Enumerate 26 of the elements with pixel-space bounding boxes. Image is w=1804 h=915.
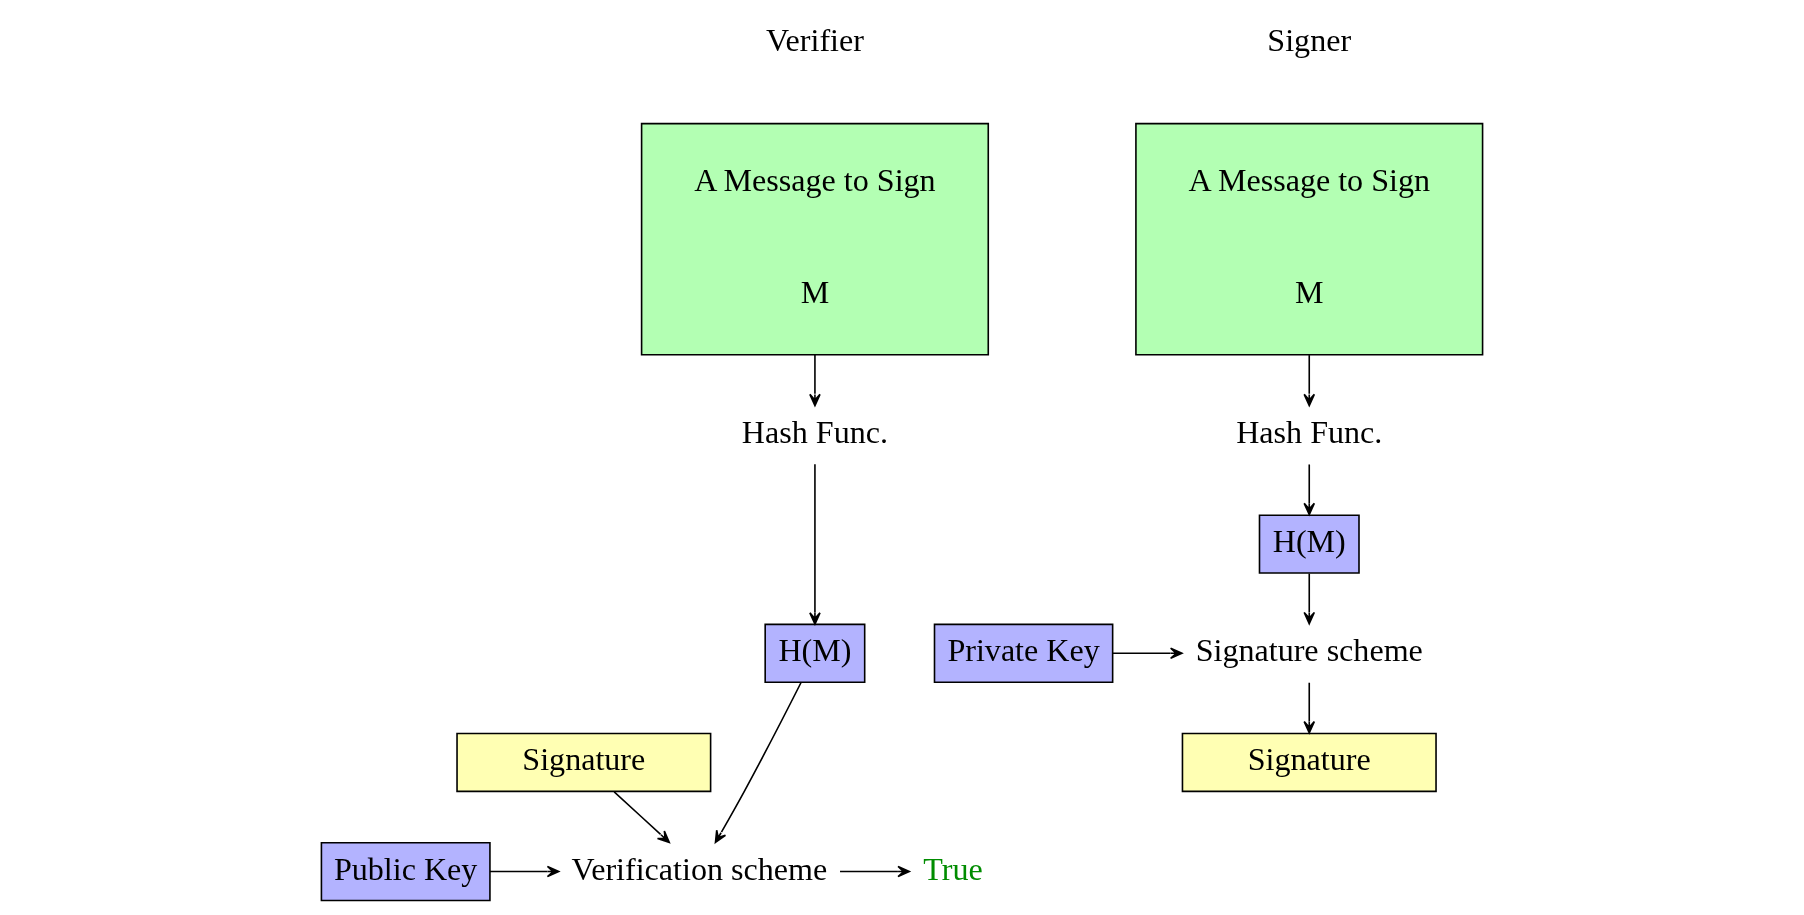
arrow <box>1303 354 1316 407</box>
node-text: Verification scheme <box>571 850 828 887</box>
node-text: Hash Func. <box>1236 414 1383 451</box>
arrow <box>809 354 821 407</box>
node-box: Private Key <box>933 623 1114 683</box>
node-box: H(M) <box>764 623 866 683</box>
node-box: Signature <box>456 732 712 793</box>
node-box: Public Key <box>320 841 491 902</box>
label: Verifier <box>765 22 864 59</box>
arrow <box>613 791 670 844</box>
node-box: Signature <box>1181 732 1437 793</box>
node-box: A Message to Sign M <box>640 122 990 356</box>
node-box: H(M) <box>1258 514 1360 574</box>
node-text: Signature scheme <box>1195 632 1423 669</box>
arrow <box>1303 572 1316 625</box>
node-box: A Message to Sign M <box>1135 122 1484 356</box>
arrow <box>714 681 802 844</box>
arrow <box>1303 681 1316 734</box>
node-text: True <box>923 850 983 887</box>
arrow <box>1112 647 1183 660</box>
arrow <box>489 865 560 878</box>
arrow <box>1303 463 1316 516</box>
arrow <box>839 865 911 878</box>
label: Signer <box>1267 22 1352 59</box>
node-text: Hash Func. <box>741 414 888 451</box>
arrow <box>809 463 821 625</box>
